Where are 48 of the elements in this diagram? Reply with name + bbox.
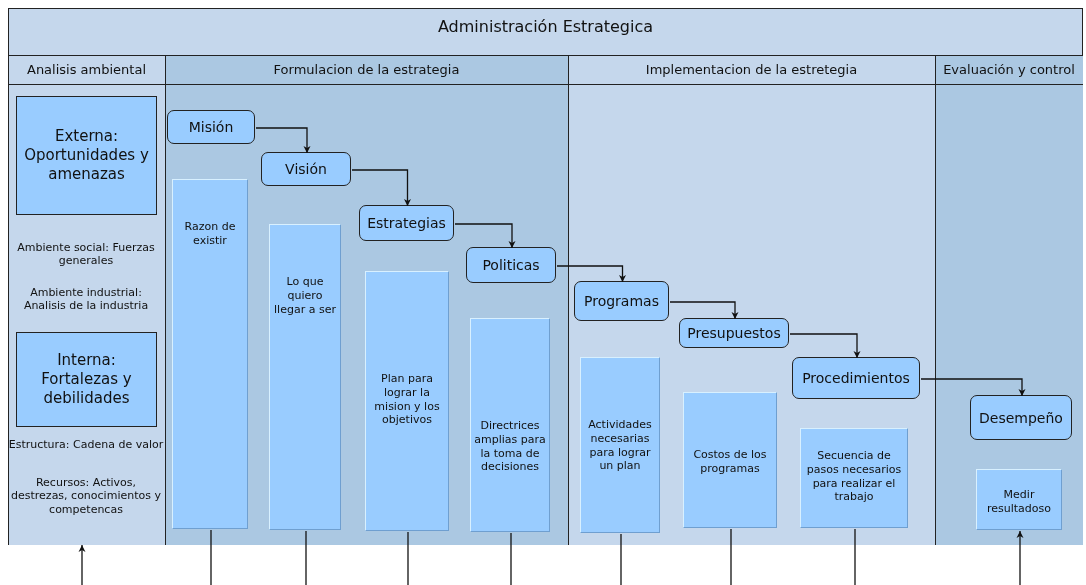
description-box: Directrices amplias para la toma de decisiones bbox=[470, 318, 550, 532]
social-note: Ambiente social: Fuerzas generales bbox=[16, 240, 156, 268]
column-panel bbox=[567, 54, 935, 545]
column-panel bbox=[934, 54, 1083, 545]
description-box: Lo que quiero llegar a ser bbox=[269, 224, 341, 530]
connector-line bbox=[854, 528, 856, 585]
description-box: Secuencia de pasos necesarios para realizar el trabajo bbox=[800, 428, 908, 528]
arrow bbox=[1016, 530, 1024, 585]
connector-line bbox=[407, 531, 409, 585]
connector-line bbox=[305, 530, 307, 585]
column-heading: Implementacion de la estretegia bbox=[644, 61, 859, 77]
diagram-frame bbox=[8, 8, 1083, 545]
resources-note: Recursos: Activos, destrezas, conocimientos y competencas bbox=[10, 475, 162, 517]
arrow bbox=[669, 301, 739, 320]
step-box: Procedimientos bbox=[792, 357, 920, 399]
description-box: Plan para lograr la mision y los objetivos bbox=[365, 271, 449, 531]
industry-note: Ambiente industrial: Analisis de la industria bbox=[22, 285, 150, 313]
step-box: Programas bbox=[574, 281, 669, 321]
column-heading: Formulacion de la estrategia bbox=[272, 61, 461, 77]
arrow bbox=[454, 223, 516, 249]
analysis-box: Externa: Oportunidades y amenazas bbox=[16, 96, 157, 215]
column-panel bbox=[7, 54, 165, 545]
arrow bbox=[351, 169, 411, 207]
arrow bbox=[556, 265, 626, 283]
connector-line bbox=[730, 528, 732, 585]
step-box: Desempeño bbox=[970, 395, 1072, 440]
step-box: Misión bbox=[167, 110, 255, 144]
column-heading: Analisis ambiental bbox=[26, 61, 147, 77]
step-box: Politicas bbox=[466, 247, 556, 283]
description-box: Costos de los programas bbox=[683, 392, 777, 528]
connector-line bbox=[210, 529, 212, 585]
column-heading: Evaluación y control bbox=[942, 61, 1076, 77]
arrow bbox=[789, 333, 861, 359]
connector-line bbox=[510, 532, 512, 585]
description-box: Actividades necesarias para lograr un plan bbox=[580, 357, 660, 533]
analysis-box: Interna: Fortalezas y debilidades bbox=[16, 332, 157, 427]
arrow bbox=[78, 544, 86, 585]
connector-line bbox=[620, 533, 622, 585]
description-box: Medir resultadoso bbox=[976, 469, 1062, 530]
column-panel bbox=[164, 54, 568, 545]
step-box: Estrategias bbox=[359, 205, 454, 241]
arrow bbox=[255, 127, 311, 154]
step-box: Presupuestos bbox=[679, 318, 789, 348]
structure-note: Estructura: Cadena de valor bbox=[8, 437, 164, 452]
frame-heading: Administración Estrategica bbox=[436, 17, 655, 36]
arrow bbox=[920, 378, 1026, 397]
description-box: Razon de existir bbox=[172, 179, 248, 529]
step-box: Visión bbox=[261, 152, 351, 186]
